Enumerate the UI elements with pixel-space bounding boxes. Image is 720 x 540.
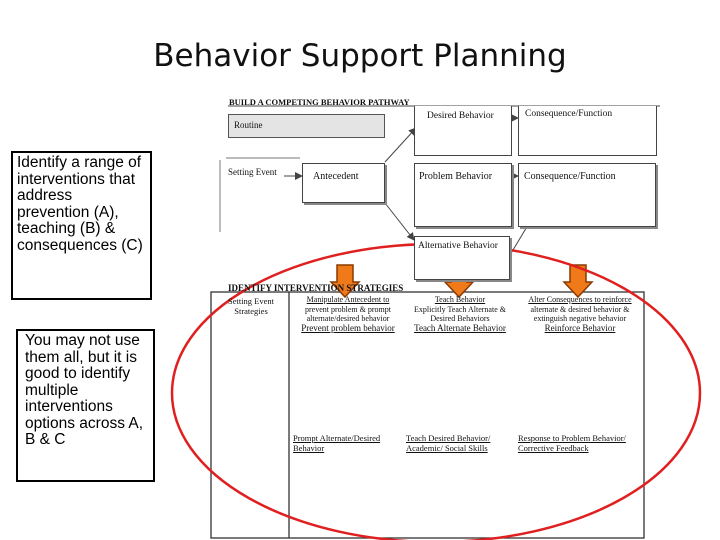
col-c-head: Alter Consequences to reinforce: [528, 295, 632, 304]
routine-box: Routine: [228, 114, 385, 138]
alternative-behavior-box: Alternative Behavior: [414, 236, 510, 280]
col-b-line3: Desired Behaviors: [430, 314, 490, 323]
consequence-function-top-label: Consequence/Function: [525, 109, 613, 119]
col-b-head: Teach Behavior: [434, 295, 486, 304]
col-c-line3: extinguish negative behavior: [533, 314, 627, 323]
callout-identify-range: Identify a range of interventions that a…: [11, 151, 152, 300]
desired-behavior-box: Desired Behavior: [414, 106, 512, 156]
orange-arrow-a: [329, 264, 361, 299]
desired-behavior-label: Desired Behavior: [427, 111, 494, 121]
row2-col-b: Teach Desired Behavior/ Academic/ Social…: [406, 433, 491, 453]
strategies-column-c: Alter Consequences to reinforce alternat…: [518, 295, 642, 333]
col-c-line2: alternate & desired behavior &: [530, 304, 630, 314]
strategies-column-a: Manipulate Antecedent to prevent problem…: [292, 295, 404, 333]
pathway-header: BUILD A COMPETING BEHAVIOR PATHWAY: [229, 97, 410, 107]
col-b-line2: Explicitly Teach Alternate &: [414, 304, 506, 314]
antecedent-box: Antecedent: [302, 163, 385, 203]
arrow-antecedent-to-desired: [384, 127, 417, 163]
slide-title: Behavior Support Planning: [153, 38, 567, 74]
strategies-column-b: Teach Behavior Explicitly Teach Alternat…: [404, 295, 516, 333]
row2-col-a: Prompt Alternate/Desired Behavior: [293, 433, 381, 453]
col-a-line3: alternate/desired behavior: [306, 314, 390, 323]
alternative-behavior-label: Alternative Behavior: [418, 241, 498, 251]
orange-arrow-c: [562, 264, 594, 299]
setting-event-strategies-label: Setting Event Strategies: [227, 296, 275, 316]
col-a-head: Manipulate Antecedent to: [306, 295, 390, 304]
col-b-line4: Teach Alternate Behavior: [414, 322, 506, 333]
consequence-function-top-box: Consequence/Function: [518, 106, 657, 156]
problem-behavior-box: Problem Behavior: [414, 163, 512, 227]
col-c-line4: Reinforce Behavior: [544, 322, 616, 333]
routine-label: Routine: [234, 120, 263, 130]
col-a-line4: Prevent problem behavior: [301, 322, 395, 333]
antecedent-label: Antecedent: [313, 171, 359, 182]
row2-col-c: Response to Problem Behavior/ Corrective…: [518, 433, 626, 453]
arrow-antecedent-to-alternative: [384, 202, 415, 241]
strategies-header: IDENTIFY INTERVENTION STRATEGIES: [228, 283, 404, 293]
consequence-function-box: Consequence/Function: [518, 163, 656, 227]
consequence-function-label: Consequence/Function: [524, 171, 616, 182]
callout-multiple-options: You may not use them all, but it is good…: [16, 329, 155, 482]
problem-behavior-label: Problem Behavior: [419, 171, 493, 182]
col-a-line2: prevent problem & prompt: [305, 304, 391, 314]
setting-event-label: Setting Event: [228, 167, 277, 177]
